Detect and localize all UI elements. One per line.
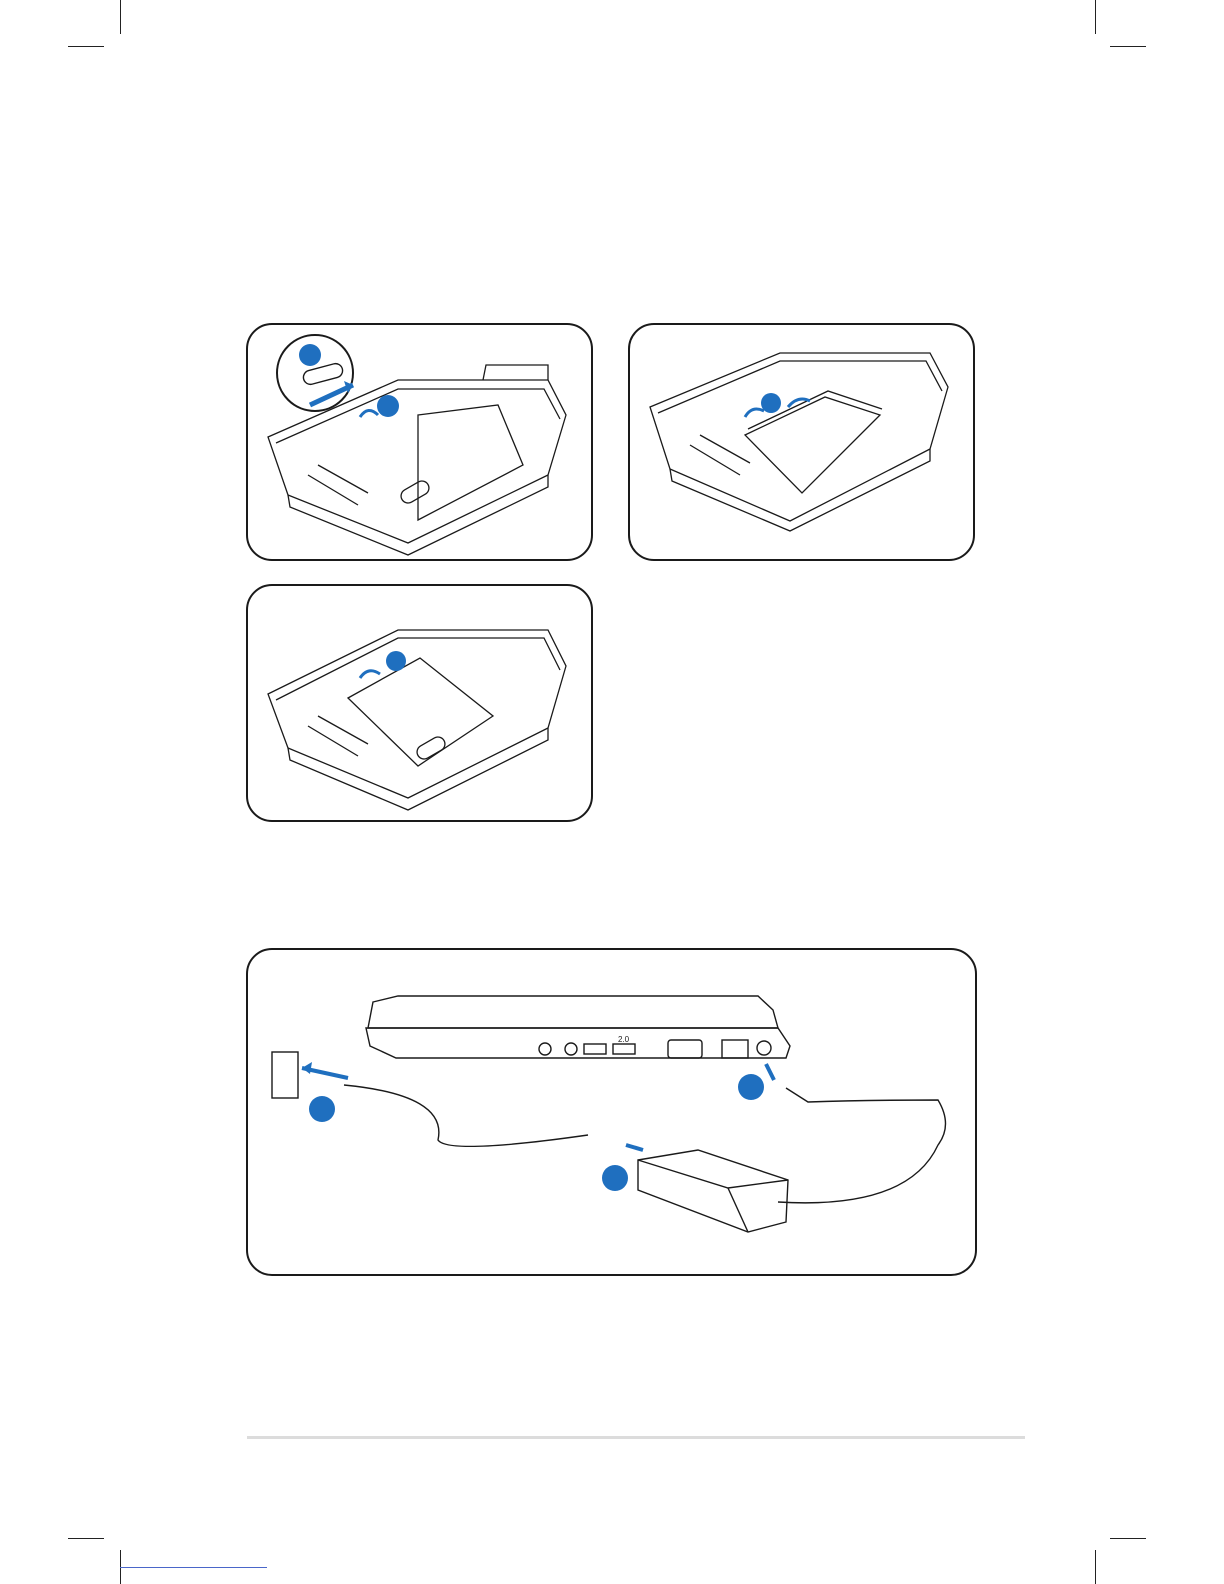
callout-circle-2 bbox=[602, 1165, 628, 1191]
crop-mark bbox=[1095, 0, 1096, 34]
crop-mark bbox=[68, 1538, 104, 1539]
figure-remove-battery-2 bbox=[628, 323, 975, 561]
crop-mark bbox=[68, 46, 104, 47]
crop-mark bbox=[1110, 1538, 1146, 1539]
usb-version-label: 2.0 bbox=[618, 1035, 630, 1044]
callout-circle-1 bbox=[309, 1096, 335, 1122]
laptop-battery-illustration bbox=[248, 586, 593, 822]
callout-circle-3 bbox=[761, 393, 781, 413]
footer-link-underline bbox=[120, 1567, 267, 1569]
crop-mark bbox=[1095, 1550, 1096, 1584]
callout-circle-1 bbox=[299, 344, 321, 366]
crop-mark bbox=[1110, 46, 1146, 47]
figure-remove-battery-1 bbox=[246, 323, 593, 561]
callout-circle-2 bbox=[377, 395, 399, 417]
callout-circle-1 bbox=[386, 651, 406, 671]
figure-connect-ac-adapter: 2.0 bbox=[246, 948, 977, 1276]
ac-adapter-illustration: 2.0 bbox=[248, 950, 977, 1276]
footer-rule bbox=[247, 1436, 1025, 1439]
callout-circle-3 bbox=[738, 1074, 764, 1100]
figure-install-battery bbox=[246, 584, 593, 822]
crop-mark bbox=[120, 0, 121, 34]
laptop-battery-illustration bbox=[630, 325, 975, 561]
